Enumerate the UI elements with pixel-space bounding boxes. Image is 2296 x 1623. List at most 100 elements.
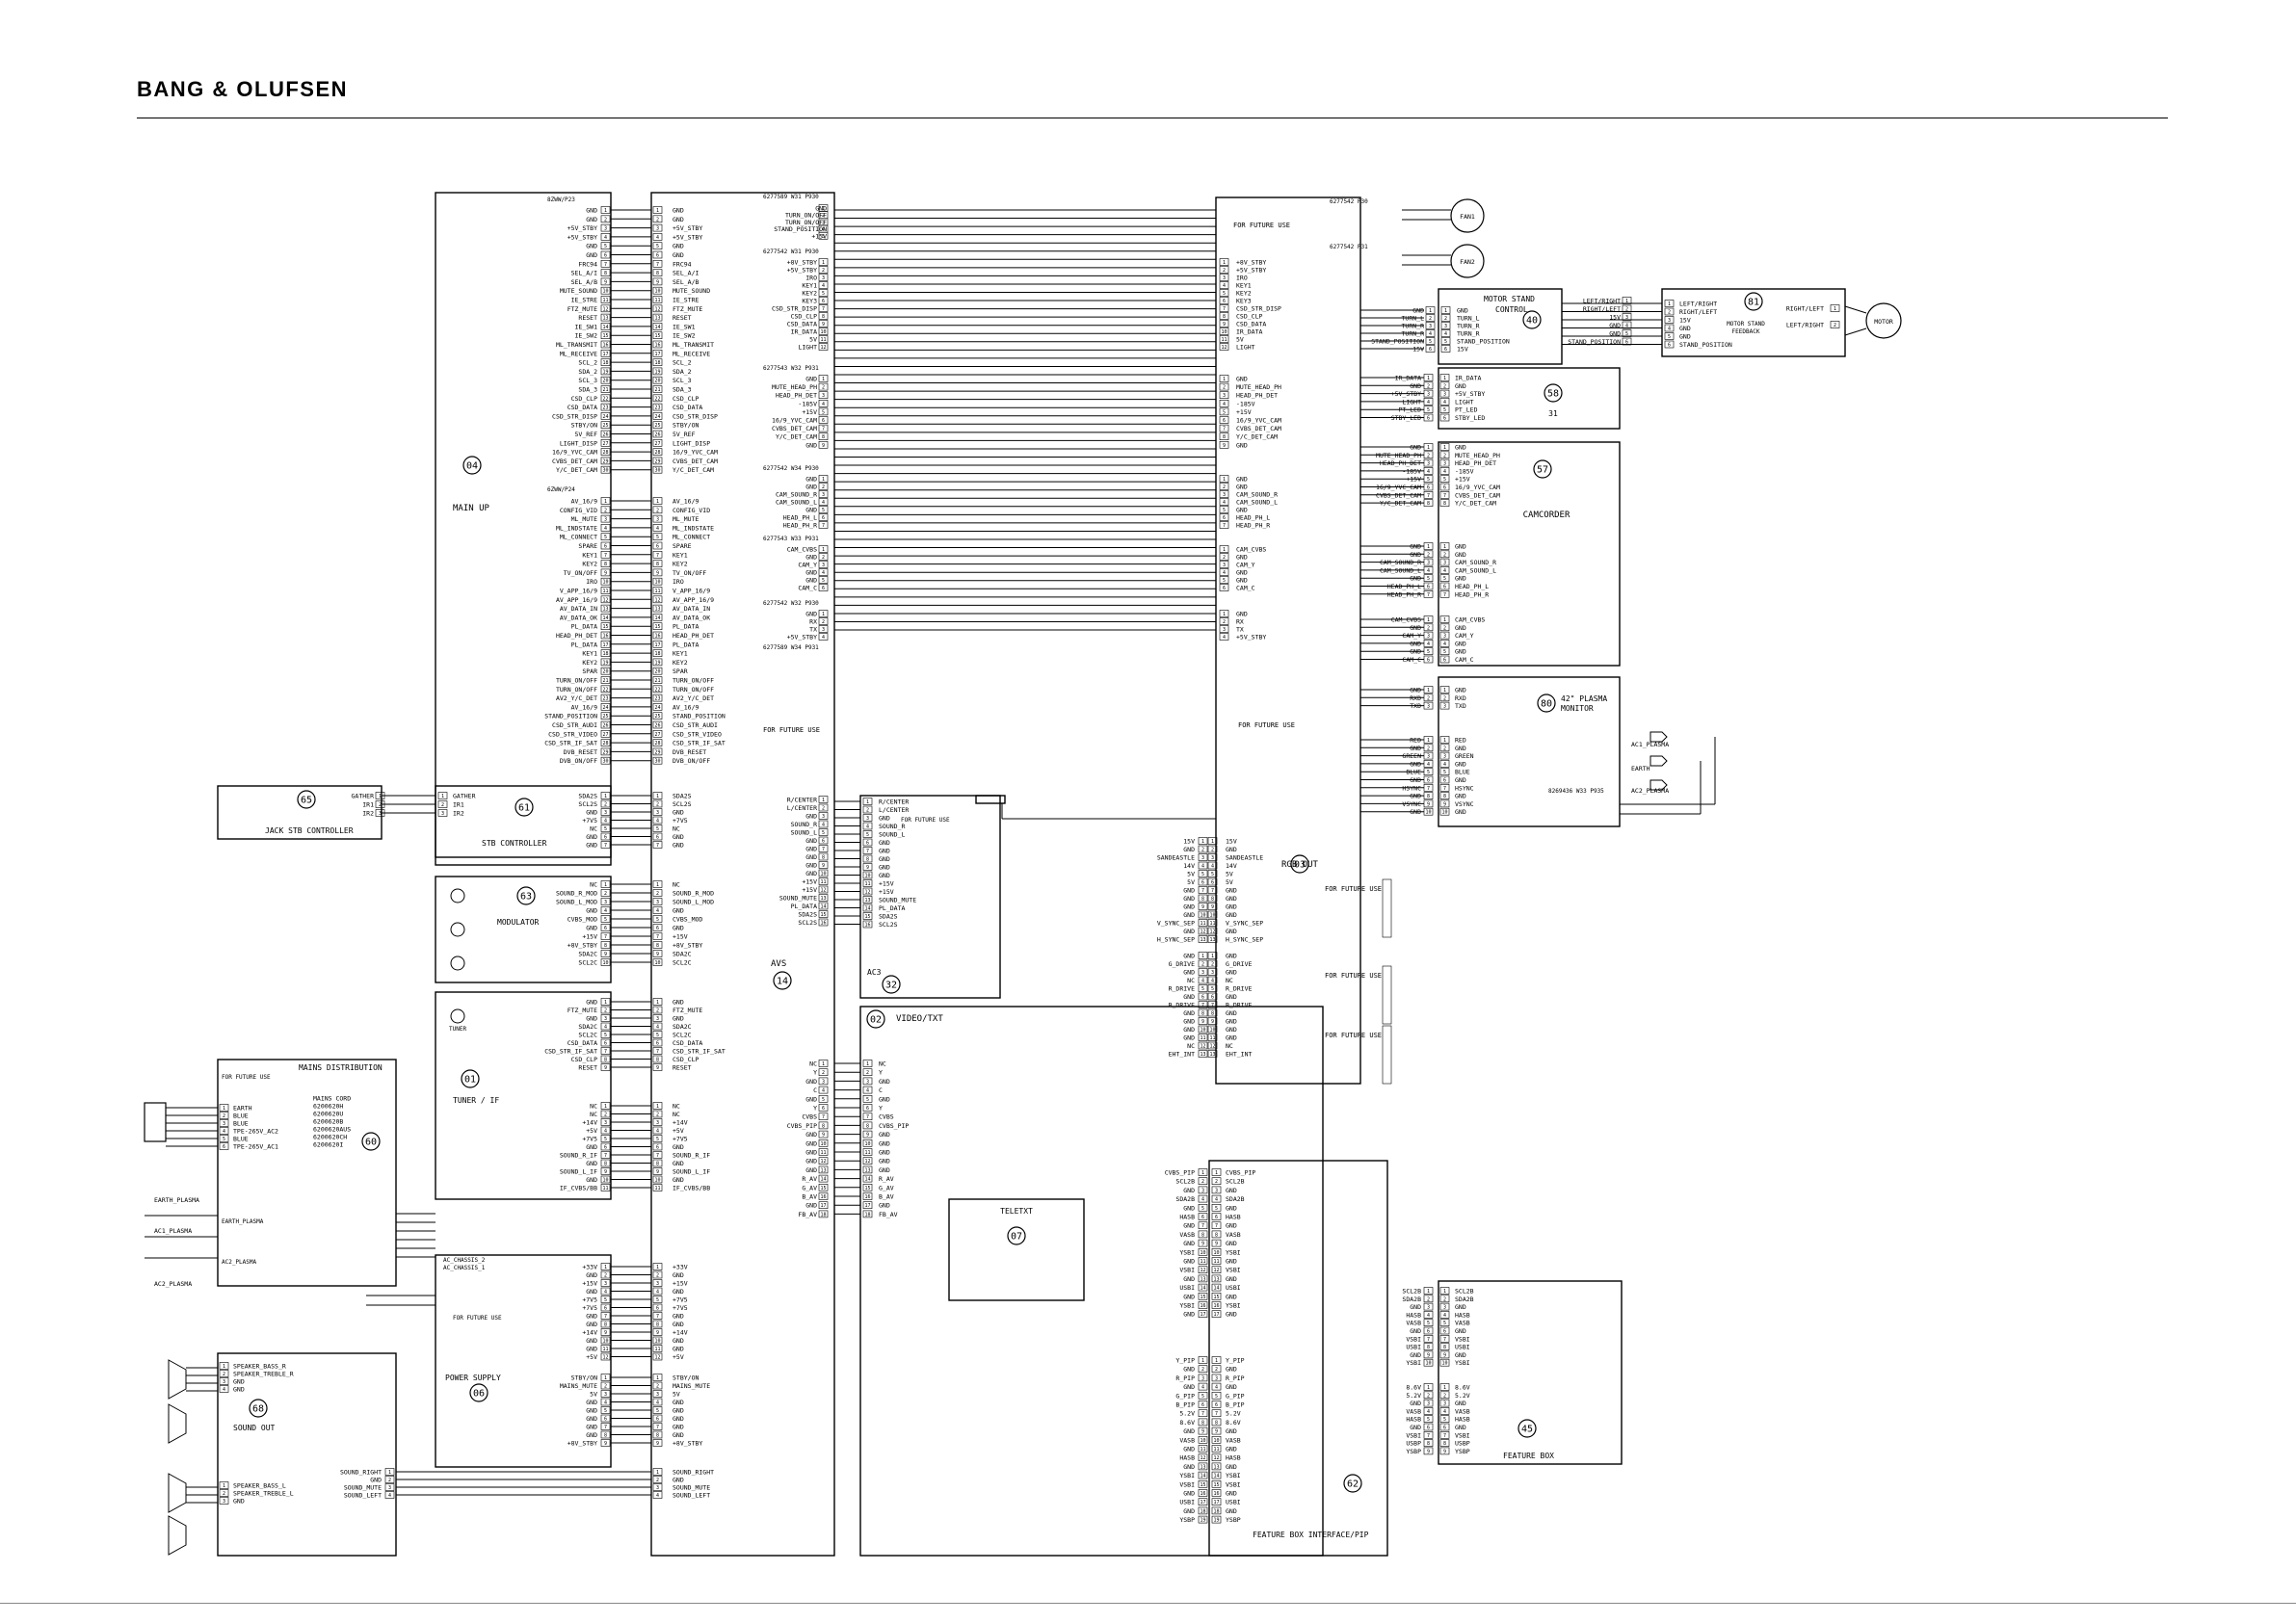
bus-left2-pin: IRO [673, 578, 684, 586]
cam-pins3-in-pin: CAM_Y [1402, 632, 1421, 640]
power-pins-pin-box [600, 1270, 611, 1279]
power-bus-pins-pin-no: 12 [654, 1355, 660, 1361]
drive-pins-2-pin-box [1207, 984, 1218, 992]
bus-left2-pin: ML_CONNECT [673, 534, 710, 541]
main-up-left2-pin-no: 7 [604, 553, 607, 559]
stb-pins-pin: GND [586, 833, 597, 841]
power-pins-pin-box [600, 1320, 611, 1328]
cam-pins3-pin-no: 6 [1443, 658, 1446, 664]
plasma-pins2-pin: GND [1455, 808, 1466, 816]
drive-pins-2-pin-box [1207, 1025, 1218, 1034]
sound-bus-pins-2-pin-no: 2 [656, 1478, 659, 1483]
main-up-left-pin-box [600, 206, 611, 214]
video-pins-pin-box [862, 1121, 873, 1130]
bus-b-pin: -185V [798, 400, 817, 407]
right-a-pin: +8V_STBY [1236, 259, 1266, 267]
fb-pins2-2-pin-box [1211, 1480, 1222, 1488]
bus-c-pin-no: 7 [822, 523, 825, 529]
power-bus-pins-pin-no: 10 [654, 1339, 660, 1345]
drive-pins-pin-box [1198, 1041, 1208, 1050]
sound-out-pins-pin-no: 2 [223, 1372, 225, 1377]
rgb-pins-2-pin: GND [1226, 911, 1237, 919]
cam-pins2-pin-box [1439, 566, 1450, 574]
video-bus-pins-pin-no: 15 [820, 1186, 826, 1191]
main-up-left-pin: STBY/ON [571, 422, 597, 430]
right-b-pin-no: 4 [1223, 402, 1226, 407]
right-c-pin-box [1219, 521, 1229, 529]
bus-c-pin: GND [805, 507, 817, 514]
main-up-left2-pin: AV_16/9 [571, 703, 597, 711]
avs-pins-pin-box [818, 803, 829, 812]
m31-pins-pin: GND [1455, 382, 1466, 390]
power-pins-pin-no: 2 [604, 1273, 607, 1279]
fb-pins-pin-box [1198, 1274, 1208, 1283]
main-up-left-pin-box [600, 250, 611, 259]
power-pins2-pin: +8V_STBY [567, 1440, 597, 1448]
plasma-pins2-pin-no: 6 [1443, 778, 1446, 784]
modulator-bus-pins-pin-no: 9 [656, 952, 659, 957]
tuner-pins2-pin-no: 2 [604, 1113, 607, 1118]
jack-stb-label: JACK STB CONTROLLER [265, 826, 354, 835]
fb-pins2-pin: B_PIP [1175, 1401, 1195, 1409]
fb-pins2-2-pin-box [1211, 1471, 1222, 1479]
feature-box-pins-pin-box [1439, 1326, 1450, 1335]
drive-pins-pin-box [1198, 1001, 1208, 1008]
fb-pins2-pin-no: 14 [1200, 1474, 1205, 1479]
main-up-left2-pin-no: 11 [602, 589, 608, 594]
cam-pins-pin-box [1439, 467, 1450, 475]
main-up-left-pin-box [600, 349, 611, 357]
drive-pins-2-pin-no: 6 [1211, 995, 1214, 1001]
feature-box-pins2-pin-no: 9 [1443, 1449, 1446, 1454]
bus-a-pin: 5V [809, 336, 817, 344]
cam-pins-pin-no: 2 [1443, 453, 1446, 458]
fb-pins-2-pin: GND [1226, 1311, 1237, 1319]
fb-pins-pin: GND [1183, 1204, 1195, 1212]
fb-pins2-2-pin: GND [1226, 1463, 1237, 1471]
drive-pins-2-pin-no: 7 [1211, 1003, 1214, 1008]
avs-number: 14 [777, 977, 788, 987]
power-bus-pins-pin-no: 5 [656, 1297, 659, 1303]
fb-pins2-2-pin-no: 10 [1213, 1438, 1219, 1444]
rgb-pins-pin-box [1198, 870, 1208, 877]
right-a-pin: CSD_DATA [1236, 321, 1266, 328]
modulator-bus-pins-pin: CVBS_MOD [673, 916, 702, 924]
stb-pins-pin-box [600, 841, 611, 849]
power-pins-pin: GND [586, 1337, 597, 1345]
right-d-pin-no: 5 [1223, 578, 1226, 584]
plasma-pins2-pin: BLUE [1455, 769, 1470, 776]
earth-plug [1649, 755, 1668, 767]
bus-b-pin-no: 1 [822, 377, 825, 382]
motor-fb-pins-pin: LEFT/RIGHT [1679, 301, 1717, 308]
sound-out-pins-pin-box [219, 1385, 229, 1393]
ac3-pins-pin: +15V [879, 888, 894, 896]
bus-b-pin-no: 2 [822, 385, 825, 391]
fb-pins-2-pin: SDA2B [1226, 1195, 1245, 1203]
plasma-pins2-in-pin-no: 3 [1427, 754, 1430, 760]
tuner-pins2-pin-no: 8 [604, 1162, 607, 1167]
bus-left-pin: GND [673, 207, 684, 215]
fb-pins-pin: VASB [1179, 1231, 1195, 1239]
drive-pins-2-pin-box [1207, 992, 1218, 1001]
bus-b-pin: +15V [802, 408, 817, 416]
bus-left2-pin-no: 23 [654, 696, 660, 702]
cam-pins2-pin: GND [1455, 575, 1466, 583]
plasma-pins2-pin-box [1439, 799, 1450, 808]
video-pins-pin-no: 9 [866, 1133, 869, 1139]
sound-bus-pins-pin: SOUND_LEFT [344, 1492, 382, 1500]
stb-left-pins-pin-box [437, 792, 448, 799]
right-e-pin-box [1219, 633, 1229, 641]
tuner-bus-pins-pin-no: 6 [656, 1041, 659, 1047]
plasma-pins-in-pin-box [1423, 686, 1434, 694]
bus-left2-pin-no: 18 [654, 651, 660, 657]
ac3-pins-pin-no: 13 [864, 898, 870, 903]
right-a-pin-box [1219, 327, 1229, 335]
video-pins-pin-no: 1 [866, 1061, 869, 1067]
rgb-pins-pin: 15V [1183, 838, 1195, 846]
fb-pins2-pin-no: 16 [1200, 1491, 1205, 1497]
main-up-left-pin: CSD_STR_DISP [552, 412, 597, 420]
plasma-pins2-in-pin-no: 8 [1427, 794, 1430, 799]
right-d-pin-box [1219, 568, 1229, 576]
bus-b-pin: CVBS_DET_CAM [772, 425, 817, 432]
feature-box-pins2-pin: GND [1455, 1400, 1466, 1407]
